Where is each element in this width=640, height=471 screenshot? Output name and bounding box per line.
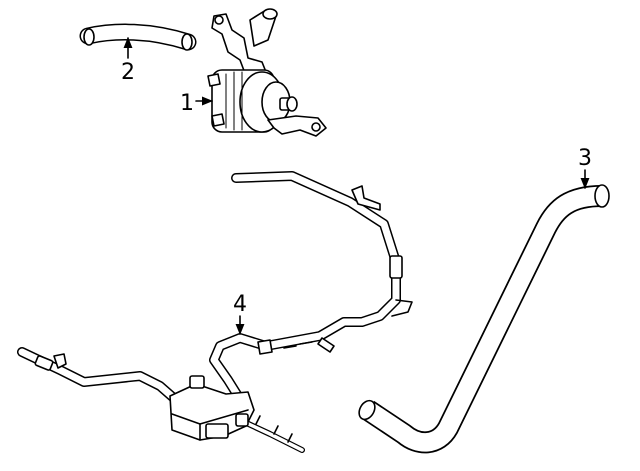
part-4-pipe-assembly[interactable] (17, 171, 413, 453)
callout-1-label: 1 (180, 91, 194, 116)
part-2-hose[interactable] (79, 23, 197, 51)
callout-4-label: 4 (233, 292, 247, 317)
callout-4: 4 (233, 292, 247, 336)
callout-1: 1 (180, 91, 214, 116)
part-3-hose[interactable] (356, 184, 610, 454)
callout-3-label: 3 (578, 146, 592, 171)
part-1-air-pump[interactable] (207, 8, 327, 137)
callout-2: 2 (121, 36, 135, 85)
callout-3: 3 (578, 146, 592, 190)
callout-2-label: 2 (121, 60, 135, 85)
